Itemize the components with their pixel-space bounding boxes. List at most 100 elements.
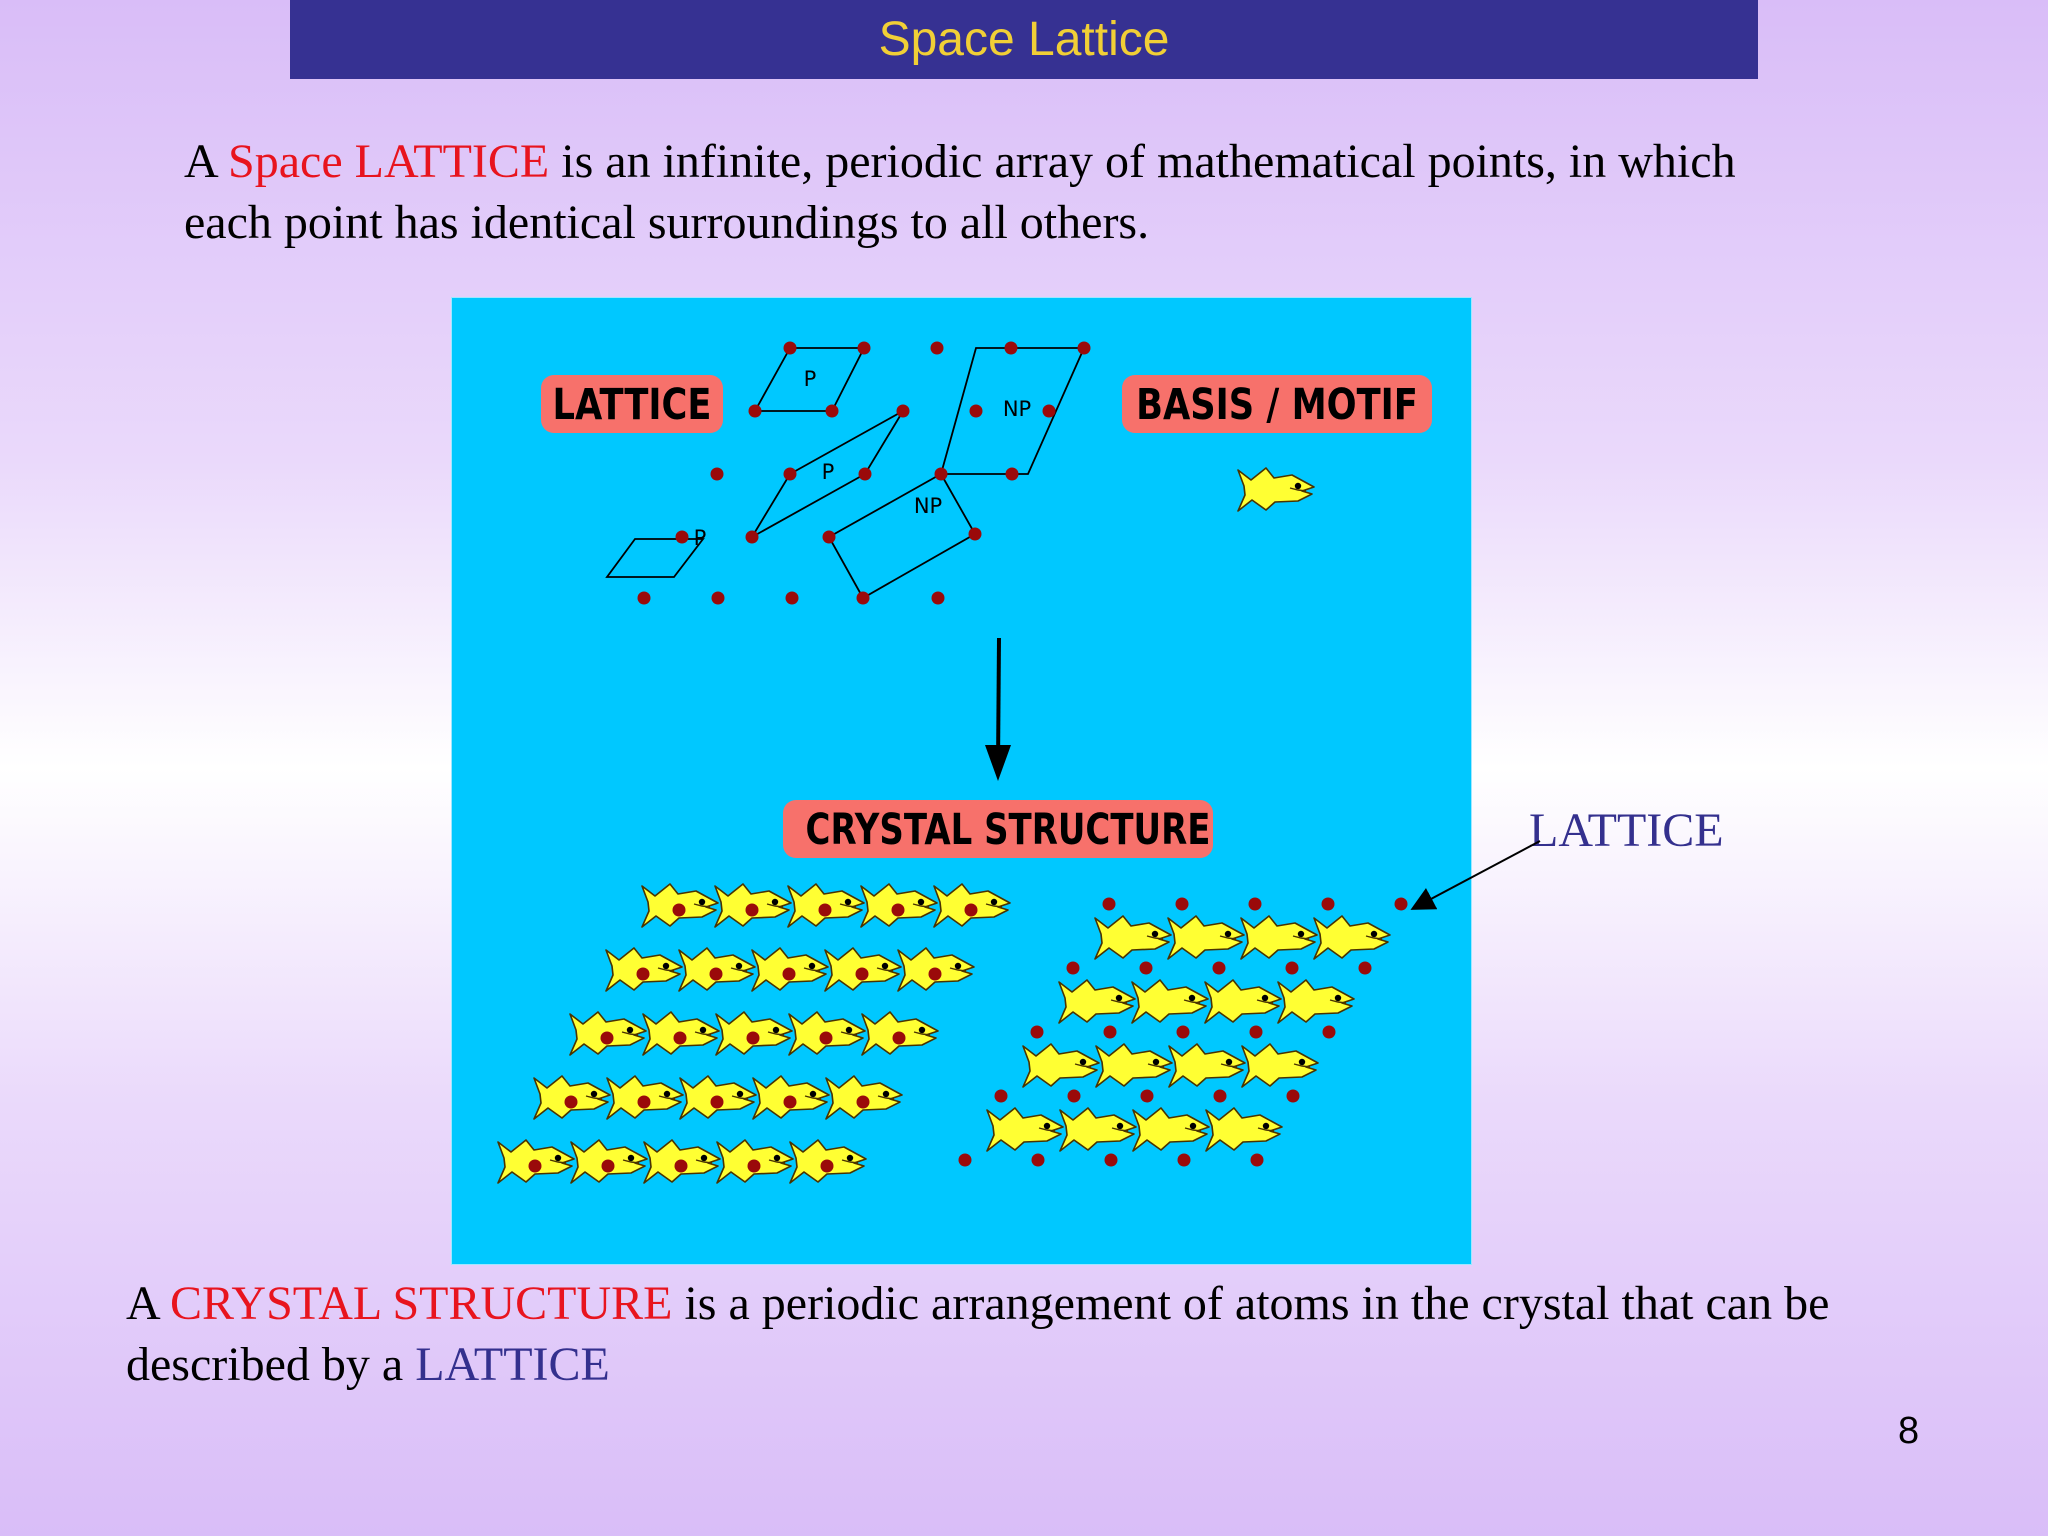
lattice-point-icon (825, 404, 839, 418)
fish-motif-icon (1058, 979, 1136, 1024)
fish-motif-icon (986, 1107, 1064, 1152)
fish-motif-icon (1241, 1043, 1319, 1088)
title-bar: Space Lattice (290, 0, 1758, 79)
cell-label-np2: NP (914, 494, 942, 518)
lattice-point-icon (819, 1031, 833, 1045)
lattice-point-icon (1102, 897, 1116, 911)
lattice-point-icon (1321, 897, 1335, 911)
lattice-point-icon (783, 341, 797, 355)
lattice-point-icon (1066, 961, 1080, 975)
lattice-point-icon (1286, 1089, 1300, 1103)
fish-motif-icon (1131, 979, 1209, 1024)
lattice-point-icon (1004, 341, 1018, 355)
lattice-point-icon (856, 1095, 870, 1109)
lattice-point-icon (748, 404, 762, 418)
crystal-structure-label: CRYSTAL STRUCTURE (806, 805, 1211, 855)
fish-motif-icon (1059, 1107, 1137, 1152)
fish-motif-icon (1237, 467, 1315, 512)
cell-label-p2: P (822, 460, 835, 484)
lattice-diagram: LATTICE BASIS / MOTIF CRYSTAL STRUCTURE … (497, 341, 1432, 1184)
fish-motif-icon (1313, 915, 1391, 960)
fish-motif-icon (1132, 1107, 1210, 1152)
cell-label-p3: P (694, 526, 707, 550)
lattice-point-icon (782, 967, 796, 981)
lattice-point-icon (1140, 1089, 1154, 1103)
lattice-point-icon (930, 341, 944, 355)
slide-title: Space Lattice (878, 13, 1170, 66)
lattice-point-icon (994, 1089, 1008, 1103)
fish-motif-icon (1095, 1043, 1173, 1088)
lattice-point-icon (783, 467, 797, 481)
basis-label-box (1122, 375, 1432, 433)
page-number: 8 (1898, 1410, 1920, 1452)
lattice-point-icon (964, 903, 978, 917)
lattice-point-icon (855, 967, 869, 981)
lattice-point-icon (1358, 961, 1372, 975)
lattice-point-icon (1005, 467, 1019, 481)
basis-motif-label: BASIS / MOTIF (1136, 381, 1418, 430)
lattice-point-icon (934, 467, 948, 481)
lattice-point-icon (1077, 341, 1091, 355)
lattice-point-icon (710, 467, 724, 481)
lattice-point-icon (1250, 1153, 1264, 1167)
lattice-point-icon (1175, 897, 1189, 911)
lattice-point-icon (1322, 1025, 1336, 1039)
lattice-point-icon (710, 1095, 724, 1109)
space-lattice-term: Space LATTICE (228, 135, 550, 188)
lattice-point-icon (528, 1159, 542, 1173)
lattice-point-icon (1067, 1089, 1081, 1103)
lattice-point-icon (958, 1153, 972, 1167)
lattice-point-icon (564, 1095, 578, 1109)
intro-prefix: A (184, 135, 229, 188)
lattice-point-icon (745, 530, 759, 544)
lattice-point-icon (673, 1031, 687, 1045)
lattice-point-icon (675, 530, 689, 544)
lattice-point-icon (1103, 1025, 1117, 1039)
fish-motif-icon (1277, 979, 1355, 1024)
crystal-label-box (783, 800, 1213, 858)
crystal-structure-definition: A CRYSTAL STRUCTURE is a periodic arrang… (126, 1273, 1956, 1395)
lattice-point-icon (1285, 961, 1299, 975)
lattice-point-icon (601, 1159, 615, 1173)
lattice-point-icon (747, 1159, 761, 1173)
lattice-point-icon (1248, 897, 1262, 911)
lattice-term: LATTICE (415, 1338, 610, 1391)
fish-motif-icon (1094, 915, 1172, 960)
fish-motif-icon (1204, 979, 1282, 1024)
lattice-point-icon (600, 1031, 614, 1045)
lattice-point-icon (856, 591, 870, 605)
cell-label-np1: NP (1003, 397, 1031, 421)
fish-motif-icon (1205, 1107, 1283, 1152)
lattice-point-icon (858, 467, 872, 481)
down-arrow-head (985, 745, 1011, 781)
lattice-point-icon (1212, 961, 1226, 975)
lattice-point-icon (1213, 1089, 1227, 1103)
lattice-point-icon (636, 967, 650, 981)
lattice-point-icon (746, 1031, 760, 1045)
lattice-point-icon (672, 903, 686, 917)
lattice-point-icon (1030, 1025, 1044, 1039)
lattice-point-icon (968, 527, 982, 541)
lattice-point-icon (1139, 961, 1153, 975)
lattice-point-icon (1394, 897, 1408, 911)
lattice-point-icon (637, 591, 651, 605)
lattice-callout-label: LATTICE (1529, 804, 1724, 857)
lattice-point-icon (1176, 1025, 1190, 1039)
lattice-point-icon (892, 1031, 906, 1045)
lattice-point-icon (785, 591, 799, 605)
lattice-point-icon (891, 903, 905, 917)
lattice-figure: LATTICE BASIS / MOTIF CRYSTAL STRUCTURE … (451, 297, 1472, 1265)
unit-cell-p3 (605, 538, 705, 578)
lattice-point-icon (709, 967, 723, 981)
crystal-structure-term: CRYSTAL STRUCTURE (170, 1277, 673, 1330)
unit-cell-np1 (939, 347, 1086, 475)
lattice-point-icon (1177, 1153, 1191, 1167)
fish-motif-icon (1022, 1043, 1100, 1088)
lattice-point-icon (931, 591, 945, 605)
lattice-label-box (541, 375, 723, 433)
intro-rest: is an infinite, periodic array of mathem… (184, 135, 1736, 249)
unit-cell-np2 (827, 472, 977, 600)
lattice-point-icon (896, 404, 910, 418)
definition-middle: is a periodic arrangement of atoms in th… (126, 1277, 1830, 1391)
definition-prefix: A (126, 1277, 171, 1330)
